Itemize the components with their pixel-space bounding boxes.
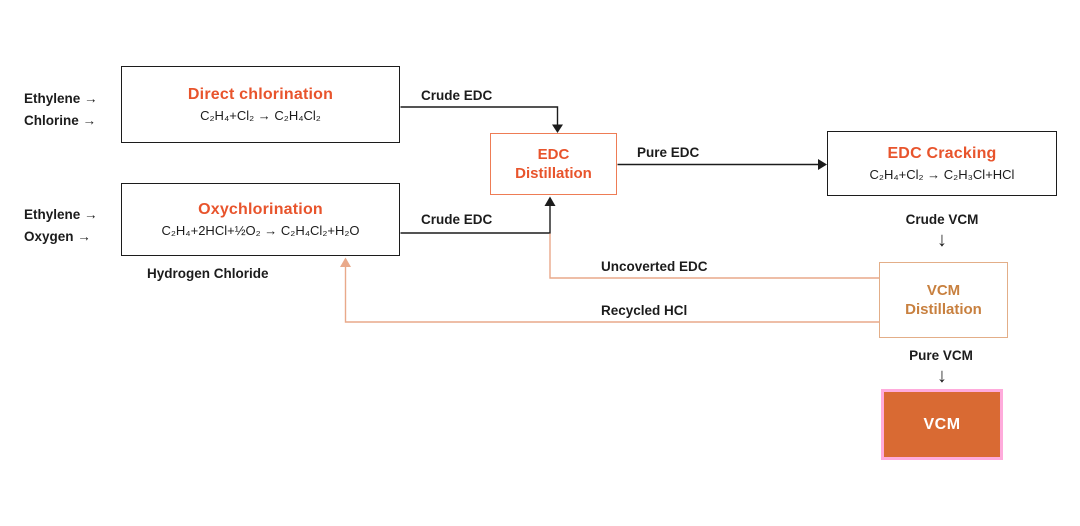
pure-edc-arrowhead: [818, 159, 827, 170]
edc-distillation-title-line2: Distillation: [515, 165, 592, 182]
unconverted-edc-label: Uncoverted EDC: [601, 259, 708, 274]
oxychlorination-title: Oxychlorination: [198, 201, 323, 218]
recycled-hcl-label: Recycled HCl: [601, 303, 688, 318]
crude-edc-top-label: Crude EDC: [421, 88, 493, 103]
crude-edc-bottom-label: Crude EDC: [421, 212, 493, 227]
pure-edc-label: Pure EDC: [637, 145, 700, 160]
edc-cracking-formula: C₂H₄+Cl₂ → C₂H₃Cl+HCl: [869, 167, 1015, 182]
vcm-product-label: VCM: [923, 415, 961, 433]
feed-chlorine: Chlorine →: [24, 113, 97, 128]
feed-ethylene-oxy: Ethylene →: [24, 207, 98, 222]
feed-labels-direct: Ethylene → Chlorine →: [24, 88, 98, 132]
unconverted-edc-connector: [549, 233, 879, 279]
oxychlorination-formula: C₂H₄+2HCl+½O₂ → C₂H₄Cl₂+H₂O: [161, 223, 360, 238]
direct-chlorination-box: Direct chlorination C₂H₄+Cl₂ → C₂H₄Cl₂: [121, 66, 400, 143]
edc-distillation-title-line1: EDC: [537, 145, 570, 163]
vcm-product-box: VCM: [884, 392, 1000, 457]
recycled-hcl-arrowhead: [340, 257, 351, 267]
feed-ethylene-direct: Ethylene →: [24, 91, 98, 106]
crude-edc-top-connector: [400, 106, 559, 126]
edc-distillation-box: EDC Distillation: [490, 133, 617, 195]
pure-vcm-down-arrow-icon: ↓: [937, 365, 947, 387]
feed-labels-oxy: Ethylene → Oxygen →: [24, 204, 98, 248]
oxychlorination-box: Oxychlorination C₂H₄+2HCl+½O₂ → C₂H₄Cl₂+…: [121, 183, 400, 256]
edc-cracking-title: EDC Cracking: [887, 145, 997, 162]
crude-vcm-label: Crude VCM: [905, 212, 979, 227]
hydrogen-chloride-label: Hydrogen Chloride: [147, 266, 269, 281]
vcm-distillation-title-line1: VCM: [926, 281, 961, 299]
feed-oxygen: Oxygen →: [24, 229, 91, 244]
crude-vcm-down-arrow-icon: ↓: [937, 229, 947, 251]
crude-edc-bottom-arrowhead: [544, 196, 556, 206]
direct-chlorination-title: Direct chlorination: [187, 86, 334, 103]
crude-edc-top-arrowhead: [552, 124, 563, 133]
vcm-distillation-title-line2: Distillation: [905, 301, 982, 318]
pure-vcm-label: Pure VCM: [909, 348, 973, 363]
edc-cracking-box: EDC Cracking C₂H₄+Cl₂ → C₂H₃Cl+HCl: [827, 131, 1057, 196]
vcm-distillation-box: VCM Distillation: [879, 262, 1008, 338]
direct-chlorination-formula: C₂H₄+Cl₂ → C₂H₄Cl₂: [200, 108, 321, 123]
